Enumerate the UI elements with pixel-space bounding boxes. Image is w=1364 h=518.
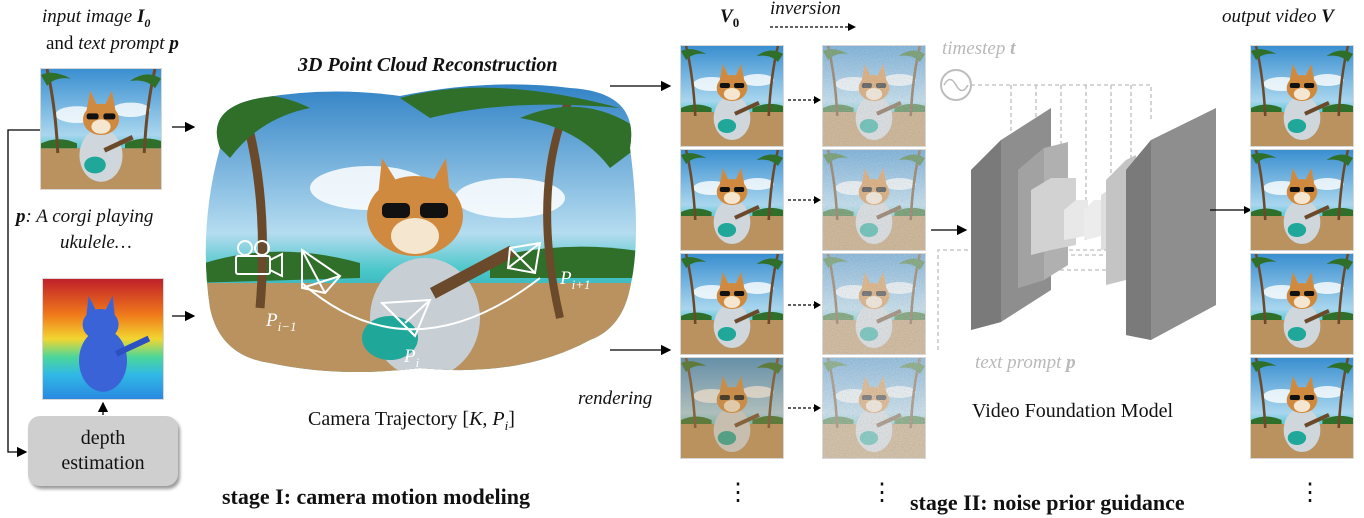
input-caption-line1: input image I0 — [42, 6, 150, 31]
inversion-row-arrows — [788, 96, 821, 412]
camera-frustum-next — [506, 241, 542, 275]
input-caption-text: input image — [42, 6, 133, 27]
point-cloud-scene — [205, 84, 636, 373]
timestep-label: timestep t — [942, 38, 1016, 59]
input-image — [40, 68, 162, 190]
noisy-frame-4 — [822, 357, 926, 459]
output-frame-1 — [1250, 45, 1354, 147]
camera-trajectory-label: Camera Trajectory [K, Pi] — [308, 408, 515, 433]
v0-frame-4 — [680, 357, 784, 459]
v0-label: V0 — [720, 6, 740, 30]
noisy-ellipsis: ⋮ — [870, 480, 894, 506]
camera-frustum-cur — [379, 298, 432, 338]
prompt-line2: ukulele… — [60, 232, 132, 253]
v0-frame-2 — [680, 149, 784, 251]
prompt-line1: p: A corgi playing — [16, 206, 154, 227]
depth-map — [42, 278, 164, 400]
stage2-label: stage II: noise prior guidance — [910, 490, 1185, 515]
output-frame-3 — [1250, 253, 1354, 355]
output-label: output video V — [1222, 6, 1334, 27]
noisy-frame-2 — [822, 149, 926, 251]
depth-box-line2: estimation — [61, 452, 145, 474]
output-ellipsis: ⋮ — [1298, 480, 1322, 506]
output-frame-4 — [1250, 357, 1354, 459]
unet-diagram — [931, 69, 1216, 350]
output-arrow — [1210, 206, 1252, 214]
render-arrows — [610, 80, 672, 356]
cam-label-next: Pi+1 — [560, 268, 591, 292]
model-name: Video Foundation Model — [972, 400, 1174, 422]
reconstruction-title: 3D Point Cloud Reconstruction — [298, 54, 558, 76]
v0-frame-1 — [680, 45, 784, 147]
depth-box-line1: depth — [80, 427, 126, 449]
cam-label-prev: Pi−1 — [266, 310, 297, 334]
v0-frame-3 — [680, 253, 784, 355]
text-prompt-label: text prompt p — [975, 352, 1076, 373]
video-camera-icon — [235, 240, 283, 278]
noisy-frame-3 — [822, 253, 926, 355]
inversion-arrow — [770, 23, 856, 31]
depth-estimation-box[interactable]: depth estimation — [28, 416, 178, 486]
stage1-label: stage I: camera motion modeling — [222, 484, 530, 509]
v0-ellipsis: ⋮ — [726, 480, 750, 506]
input-caption-line2: and text prompt p — [46, 33, 179, 54]
camera-frustum-prev — [301, 248, 342, 295]
noisy-frame-1 — [822, 45, 926, 147]
left-connectors — [7, 121, 196, 458]
inversion-label: inversion — [770, 0, 841, 19]
cam-label-cur: Pi — [404, 346, 420, 370]
output-frame-2 — [1250, 149, 1354, 251]
rendering-label: rendering — [578, 388, 653, 409]
symbol-I0: I0 — [137, 6, 151, 30]
